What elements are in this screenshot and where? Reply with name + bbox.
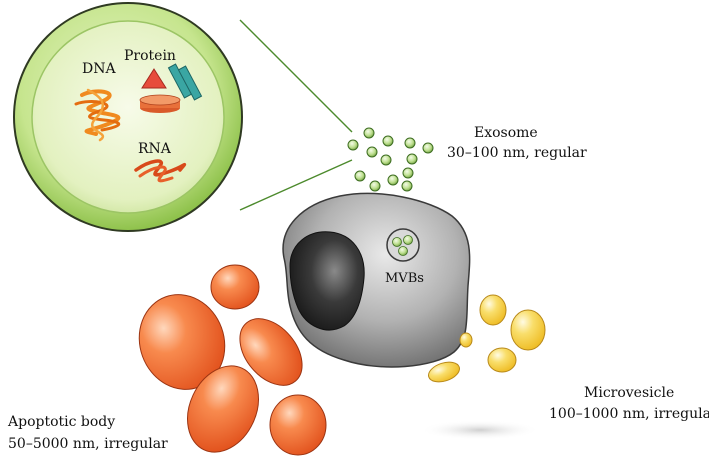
microvesicle-size: 100–1000 nm, irregular (549, 406, 709, 422)
cell-shadow (420, 420, 540, 440)
rna-icon (134, 159, 187, 183)
microvesicle-cluster (428, 294, 546, 383)
apoptotic-body-size: 50–5000 nm, irregular (8, 436, 168, 452)
mvb-icon (386, 228, 420, 262)
microvesicle-name: Microvesicle (584, 385, 674, 401)
cell-nucleus (289, 231, 365, 331)
exosome-size: 30–100 nm, regular (447, 145, 587, 161)
protein-label: Protein (124, 48, 176, 64)
exosome-cluster (347, 127, 434, 192)
inset-connector-lines (239, 19, 353, 211)
apoptotic-body-name: Apoptotic body (7, 414, 115, 430)
rna-label: RNA (138, 141, 172, 157)
exosome-name: Exosome (474, 125, 538, 141)
exosome-content-inset (13, 2, 243, 232)
dna-label: DNA (82, 61, 116, 77)
protein-icon (139, 63, 203, 113)
dna-icon (74, 88, 121, 142)
mvb-label: MVBs (385, 271, 424, 286)
apoptotic-body-cluster (138, 264, 327, 456)
